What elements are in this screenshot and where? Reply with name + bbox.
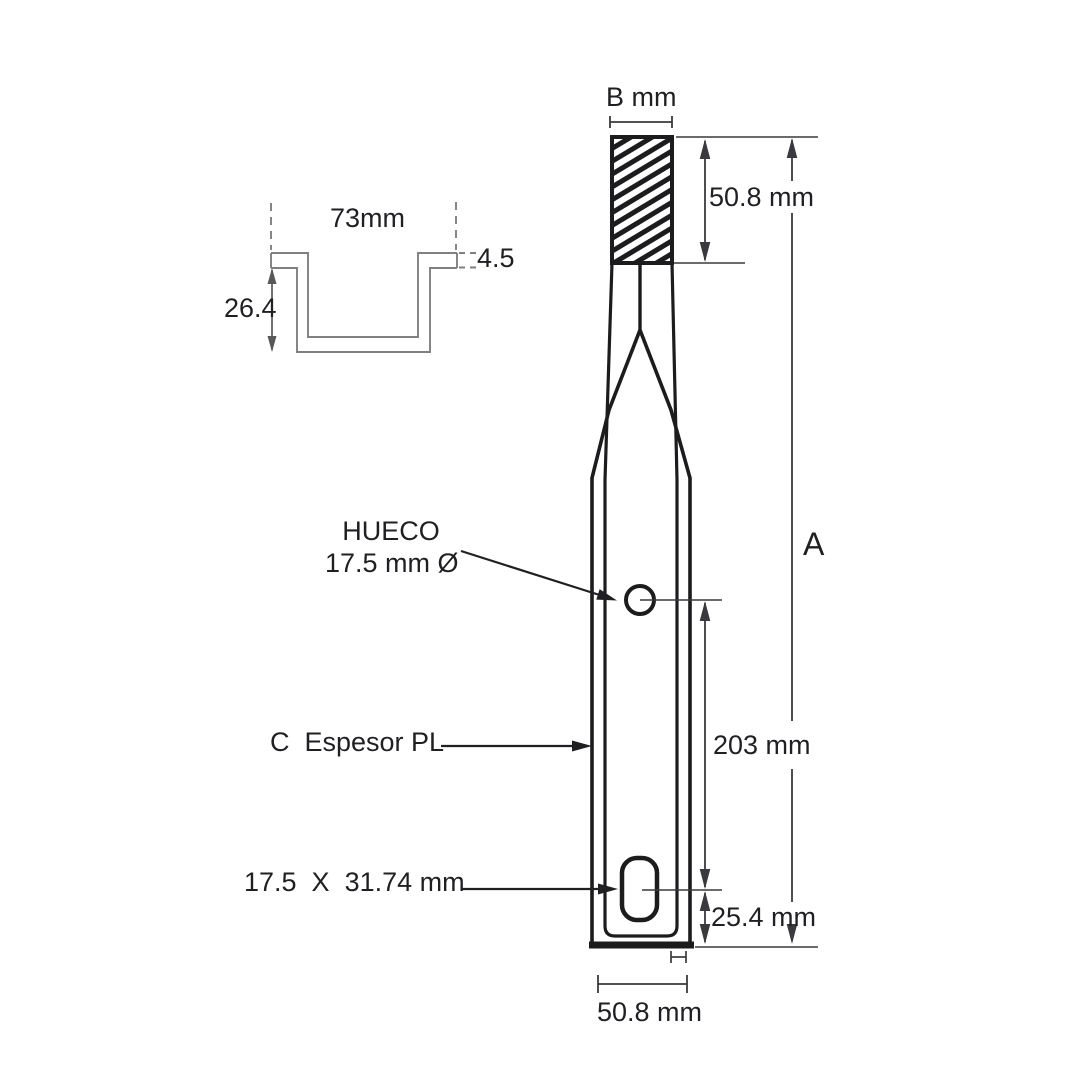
bottom-width-label: 50.8 mm [597,997,703,1027]
neck-chevron-right-outer [638,329,692,942]
depth-dimension [267,268,277,352]
hole-leader-line [460,549,599,596]
arrow-right-icon [596,589,617,601]
striking-head-hatched [610,135,674,265]
hole-to-slot-dim-label: 203 mm [713,730,811,760]
arrow-up-icon [786,138,798,158]
plate-thickness-callout: C Espesor PL [270,727,445,757]
slot-to-edge-dim-label: 25.4 mm [711,902,817,932]
head-length-label: 50.8 mm [709,182,815,212]
hole-callout-line1: HUECO [342,516,440,546]
channel-outer-profile [271,267,457,353]
cross-section-thickness-label: 4.5 [477,243,515,273]
top-width-label: B mm [606,82,677,112]
dimension-lines [597,116,798,993]
slot [619,855,660,923]
arrow-down-icon [699,924,711,944]
extension-lines [640,136,818,948]
overall-length-label: A [803,526,825,562]
channel-inner-profile [271,252,457,338]
cross-section-width-label: 73mm [330,203,406,233]
blade-inner-outline [603,262,679,938]
arrow-up-icon [699,891,711,911]
arrow-down-icon [786,924,798,944]
arrow-down-icon [267,336,277,352]
neck-chevron-left-outer [590,329,642,942]
hole-callout: HUECO 17.5 mm Ø [325,515,459,579]
cross-section-profile [270,202,478,353]
arrow-down-icon [699,869,711,889]
arrow-up-icon [267,268,277,284]
arrow-right-icon [598,883,618,895]
arrow-up-icon [699,139,711,159]
arrow-down-icon [699,242,711,262]
blade-drawing [589,135,694,949]
arrow-up-icon [699,601,711,621]
slot-callout: 17.5 X 31.74 mm [244,867,465,897]
hole-callout-line2: 17.5 mm Ø [325,548,459,578]
leader-lines [441,549,618,895]
cross-section-depth-label: 26.4 [224,293,277,323]
arrow-right-icon [572,740,592,752]
